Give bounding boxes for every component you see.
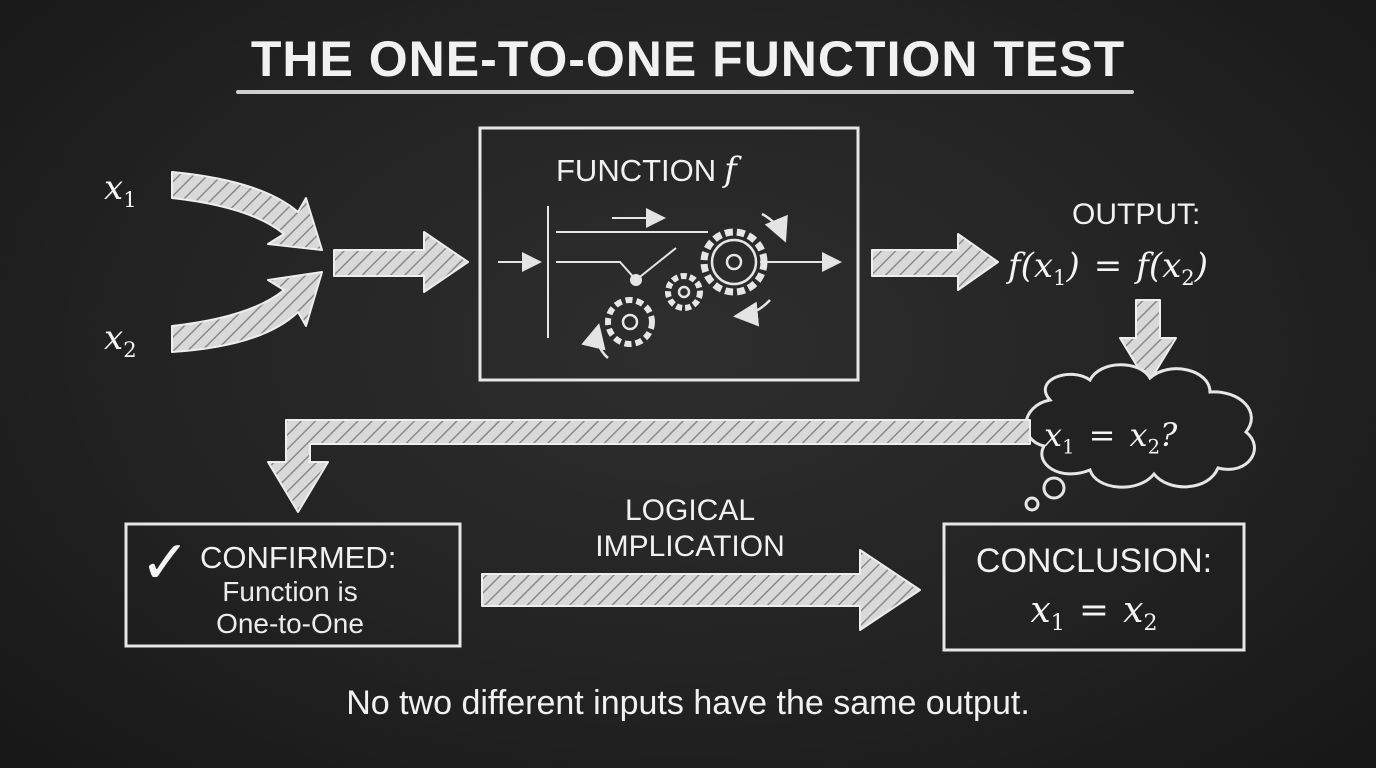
implication-arrow <box>481 549 921 631</box>
confirmed-title: CONFIRMED: <box>200 540 397 575</box>
output-equation: f(x1)=f(x2) <box>1008 246 1208 290</box>
thought-cloud <box>1024 363 1256 512</box>
page-title: THE ONE-TO-ONE FUNCTION TEST <box>250 31 1126 87</box>
arrow-out-of-function <box>871 233 999 291</box>
implication-label-2: IMPLICATION <box>595 530 785 563</box>
gear-icon <box>581 212 788 359</box>
conclusion-label: CONCLUSION: <box>975 542 1213 580</box>
output-label: OUTPUT: <box>1072 198 1201 231</box>
arrow-return-to-confirmed <box>267 419 1031 513</box>
function-symbol: f <box>724 150 737 190</box>
input-arrow-x2 <box>171 271 323 353</box>
conclusion-box <box>942 522 1246 652</box>
function-mechanism <box>498 206 842 338</box>
input-x2-label: x2 <box>104 318 137 362</box>
confirmed-line-1: Function is <box>222 576 358 607</box>
implication-label-1: LOGICAL <box>624 494 756 527</box>
conclusion-equation: x1=x2 <box>1030 590 1158 637</box>
input-arrow-x1 <box>171 171 323 251</box>
function-box <box>478 126 860 382</box>
arrow-down-to-cloud <box>1119 299 1177 385</box>
confirmed-box <box>124 522 462 648</box>
confirmed-line-2: One-to-One <box>216 608 364 639</box>
title-underline <box>236 90 1134 94</box>
input-x1-label: x1 <box>104 168 137 212</box>
cloud-question: x1=x2? <box>1044 416 1178 459</box>
footer-statement: No two different inputs have the same ou… <box>346 684 1030 722</box>
checkmark-icon: ✓ <box>140 528 191 598</box>
arrow-into-function <box>333 231 469 293</box>
